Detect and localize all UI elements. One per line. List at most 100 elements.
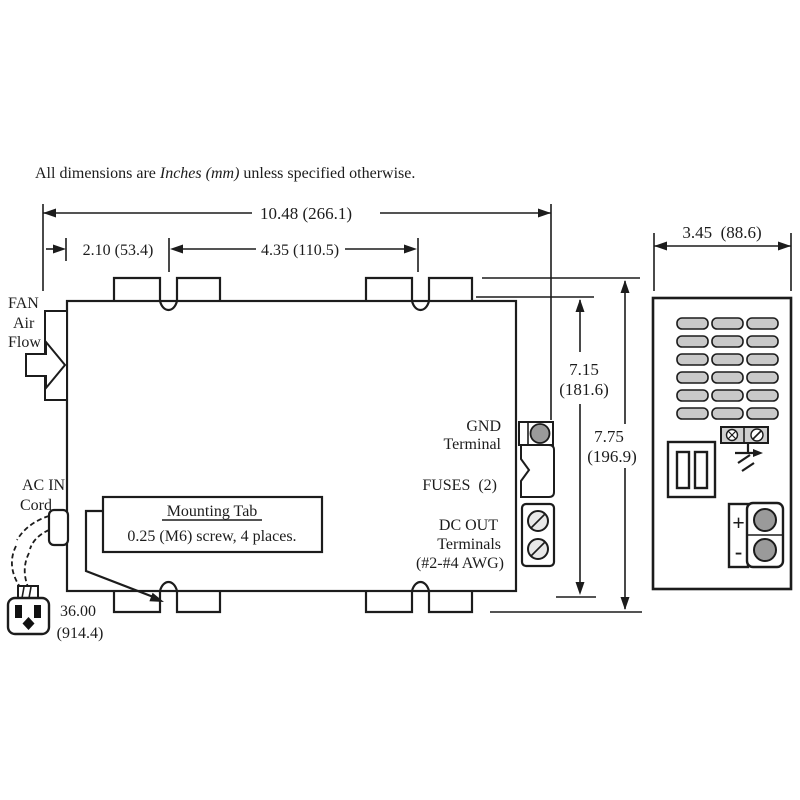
arrowhead-right xyxy=(53,244,66,254)
gnd-terminal-stud xyxy=(529,423,551,444)
ac-inlet-slot xyxy=(675,450,691,490)
cord-strain-relief xyxy=(47,508,70,547)
mounting-tab xyxy=(175,590,222,614)
mounting-tab xyxy=(364,276,414,302)
dim-label-tab-spacing: 4.35 (110.5) xyxy=(261,242,339,259)
airflow-arrow-icon xyxy=(25,339,67,391)
dc-terminal-stud xyxy=(753,538,777,562)
dim-label-cord-length-mm: (914.4) xyxy=(57,625,104,642)
dc-out-label-line2: Terminals xyxy=(437,536,501,553)
vent-slot xyxy=(676,353,709,366)
vent-slot xyxy=(676,389,709,402)
vent-slot xyxy=(676,317,709,330)
leader-line xyxy=(84,509,157,600)
dim-overall-length: 10.48 (266.1) xyxy=(42,204,552,420)
drawing-note: All dimensions are Inches (mm) unless sp… xyxy=(35,165,415,182)
vent-grid xyxy=(676,317,779,420)
dim-label-overall-height-mm: (196.9) xyxy=(587,447,637,466)
arrowhead-left xyxy=(654,241,667,251)
cord-outline xyxy=(11,545,21,588)
plug-entry-ridge xyxy=(21,586,25,599)
cord-outline xyxy=(29,529,50,550)
fuses-label: FUSES (2) xyxy=(422,477,497,494)
arrowhead-down xyxy=(620,597,630,610)
cord-outline xyxy=(23,552,30,588)
dim-label-body-height-mm: (181.6) xyxy=(559,380,609,399)
dc-out-label-line1: DC OUT xyxy=(439,517,498,534)
vent-slot xyxy=(746,371,779,384)
plug-prong-slot xyxy=(34,605,41,618)
ground-arrowhead xyxy=(753,449,763,457)
plug-prong-slot xyxy=(15,605,22,618)
ground-hatch xyxy=(737,454,751,464)
note-units: Inches (mm) xyxy=(159,165,240,182)
side-view: 3.45 (88.6) xyxy=(651,223,793,591)
dc-out-label-line3: (#2-#4 AWG) xyxy=(416,555,504,572)
vent-slot xyxy=(676,335,709,348)
vent-slot xyxy=(746,317,779,330)
dim-label-overall-length: 10.48 (266.1) xyxy=(260,204,352,223)
vent-slot xyxy=(711,407,744,420)
screw-slot xyxy=(530,541,546,557)
mounting-tab xyxy=(364,590,414,614)
mounting-slot-notch xyxy=(410,580,431,592)
dim-label-tab-offset: 2.10 (53.4) xyxy=(83,242,154,259)
mounting-tab xyxy=(175,276,222,302)
fan-label-line3: Flow xyxy=(8,334,41,351)
vent-slot xyxy=(711,335,744,348)
mounting-tab xyxy=(112,276,162,302)
mounting-slot-notch xyxy=(158,580,179,592)
vent-slot xyxy=(746,353,779,366)
mounting-tab-callout: Mounting Tab 0.25 (M6) screw, 4 places. xyxy=(84,495,324,602)
fuse-caps xyxy=(720,426,769,444)
arrowhead-down xyxy=(575,582,585,595)
fuse-cap-slot xyxy=(751,429,763,441)
dc-terminal-stud xyxy=(753,508,777,532)
arrowhead-left xyxy=(43,208,56,218)
arrowhead-right xyxy=(778,241,791,251)
plug-ground-pin-hole xyxy=(22,617,35,630)
ac-in-label-line2: Cord xyxy=(20,497,52,514)
dim-body-height: 7.15 (181.6) xyxy=(476,296,609,598)
minus-symbol: - xyxy=(735,539,742,564)
screw-slot xyxy=(530,513,546,529)
chassis-ground-icon xyxy=(735,444,763,472)
dim-label-body-height-in: 7.15 xyxy=(569,360,599,379)
fuse-cap-slot xyxy=(727,430,737,440)
leader-arrowhead xyxy=(149,592,164,602)
mounting-slot-notch xyxy=(158,300,179,312)
mounting-tab xyxy=(427,590,474,614)
dim-label-overall-height-in: 7.75 xyxy=(594,427,624,446)
dim-overall-height: 7.75 (196.9) xyxy=(482,277,642,613)
vent-slot xyxy=(711,389,744,402)
fuse-holder xyxy=(520,444,555,498)
ac-in-label-line1: AC IN xyxy=(22,477,66,494)
gnd-label-line1: GND xyxy=(466,418,501,435)
plug-entry-ridge xyxy=(28,586,32,599)
dim-label-side-depth: 3.45 (88.6) xyxy=(682,223,761,242)
vent-slot xyxy=(746,335,779,348)
arrowhead-right xyxy=(538,208,551,218)
note-suffix: unless specified otherwise. xyxy=(239,165,415,182)
cord-outline xyxy=(16,515,50,541)
callout-box xyxy=(101,495,324,554)
mounting-tab xyxy=(427,276,474,302)
front-view-terminals: GND Terminal FUSES (2) DC OUT Terminals … xyxy=(416,418,556,572)
vent-slot xyxy=(746,407,779,420)
ac-inlet xyxy=(666,440,717,499)
vent-slot xyxy=(676,407,709,420)
dim-tab-offset-spacing: 2.10 (53.4) 4.35 (110.5) xyxy=(46,238,419,272)
mounting-tab-note: 0.25 (M6) screw, 4 places. xyxy=(127,528,296,545)
vent-slot xyxy=(676,371,709,384)
fan-label-line2: Air xyxy=(13,315,35,332)
vent-slot xyxy=(711,317,744,330)
dim-label-cord-length-in: 36.00 xyxy=(60,603,96,620)
dc-terminals-side: + - xyxy=(727,501,785,569)
mounting-slot-notch xyxy=(410,300,431,312)
vent-slot xyxy=(711,371,744,384)
vent-slot xyxy=(746,389,779,402)
ac-input-cord: AC IN Cord 36.00 (914.4) xyxy=(6,477,104,642)
vent-slot xyxy=(711,353,744,366)
